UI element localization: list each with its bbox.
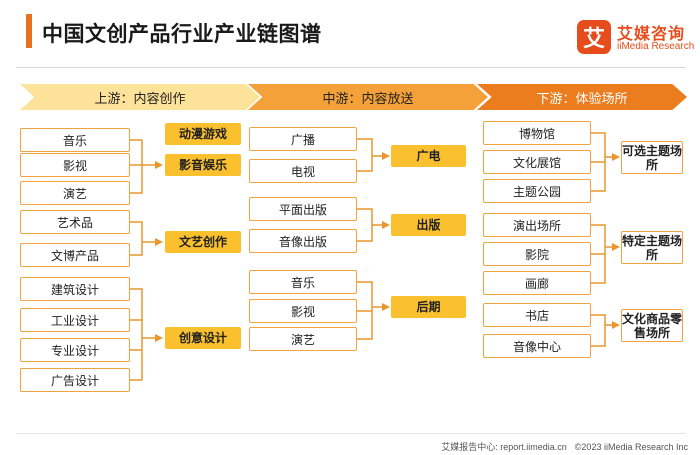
downstream-item-cinema: 影院 <box>483 242 591 266</box>
downstream-category-cultural-retail: 文化商品零售场所 <box>621 309 683 342</box>
upstream-category-av-entertainment: 影音娱乐 <box>165 154 241 176</box>
downstream-item-exhibition-hall: 文化展馆 <box>483 150 591 174</box>
upstream-category-creative-design: 创意设计 <box>165 327 241 349</box>
upstream-item-artwork: 艺术品 <box>20 210 130 234</box>
upstream-item-music: 音乐 <box>20 128 130 152</box>
midstream-category-post-production: 后期 <box>391 296 466 318</box>
midstream-item-broadcast: 广播 <box>249 127 357 151</box>
midstream-category-publishing: 出版 <box>391 214 466 236</box>
upstream-category-art-creation: 文艺创作 <box>165 231 241 253</box>
brand-name-cn: 艾媒咨询 <box>617 26 686 43</box>
stage-midstream: 中游：内容放送 <box>248 84 488 110</box>
downstream-item-museum: 博物馆 <box>483 121 591 145</box>
upstream-item-performance: 演艺 <box>20 181 130 205</box>
downstream-category-optional-theme: 可选主题场所 <box>621 141 683 174</box>
stage-downstream: 下游：体验场所 <box>477 84 687 110</box>
stage-midstream-label: 中游：内容放送 <box>322 90 414 106</box>
stage-upstream: 上游：内容创作 <box>20 84 260 110</box>
footer: 艾媒报告中心: report.iimedia.cn ©2023 iiMedia … <box>441 440 688 453</box>
midstream-item-film: 影视 <box>249 299 357 323</box>
upstream-item-ad-design: 广告设计 <box>20 368 130 392</box>
upstream-item-museum-products: 文博产品 <box>20 243 130 267</box>
title-accent-bar <box>26 14 32 48</box>
header-divider <box>16 67 686 68</box>
midstream-item-tv: 电视 <box>249 159 357 183</box>
brand-name-en: iiMedia Research <box>617 41 695 52</box>
upstream-item-architecture-design: 建筑设计 <box>20 277 130 301</box>
midstream-item-performance: 演艺 <box>249 327 357 351</box>
downstream-item-gallery: 画廊 <box>483 271 591 295</box>
downstream-item-performance-venue: 演出场所 <box>483 213 591 237</box>
upstream-category-anime-games: 动漫游戏 <box>165 123 241 145</box>
midstream-item-music: 音乐 <box>249 270 357 294</box>
stage-downstream-label: 下游：体验场所 <box>536 90 628 106</box>
downstream-category-specific-theme: 特定主题场所 <box>621 231 683 264</box>
footer-source: 艾媒报告中心: report.iimedia.cn <box>441 442 567 452</box>
stage-upstream-label: 上游：内容创作 <box>94 90 186 106</box>
midstream-item-av-publishing: 音像出版 <box>249 229 357 253</box>
downstream-item-av-center: 音像中心 <box>483 334 591 358</box>
footer-divider <box>16 433 686 434</box>
footer-copyright: ©2023 iiMedia Research Inc <box>574 441 688 452</box>
midstream-item-print-publishing: 平面出版 <box>249 197 357 221</box>
brand-logo-icon: 艾 <box>577 20 611 54</box>
upstream-item-film: 影视 <box>20 153 130 177</box>
downstream-item-theme-park: 主题公园 <box>483 179 591 203</box>
upstream-item-professional-design: 专业设计 <box>20 338 130 362</box>
midstream-category-broadcasting: 广电 <box>391 145 466 167</box>
downstream-item-bookstore: 书店 <box>483 303 591 327</box>
upstream-item-industrial-design: 工业设计 <box>20 308 130 332</box>
page-title: 中国文创产品行业产业链图谱 <box>42 23 322 46</box>
